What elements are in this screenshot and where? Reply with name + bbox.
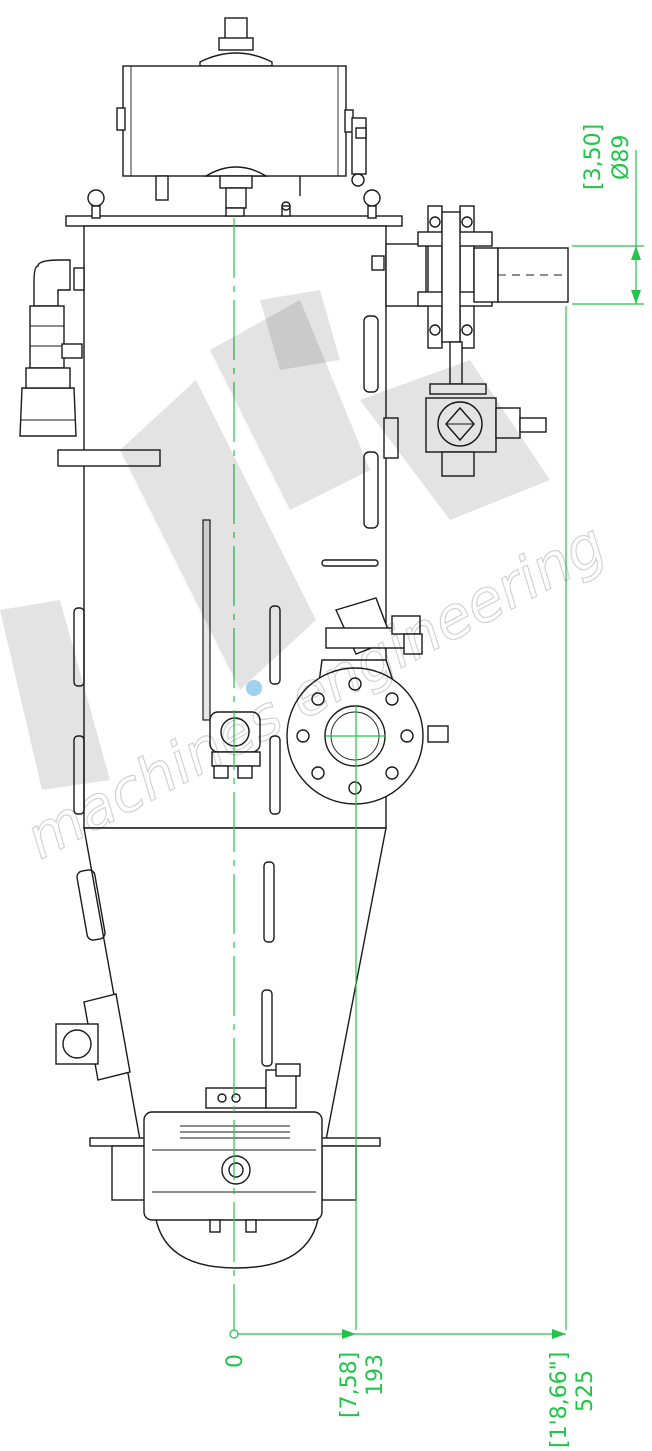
dimensions: 0 [7,58] 193 [1'8,66"] 525 [3,50] Ø89 [223,124,644,1448]
center-lines [233,218,567,1330]
marker-dot [246,680,262,696]
left-elbow-filter [19,259,161,467]
pneumatic-valve-right [383,383,547,477]
conical-hopper [55,827,387,1141]
outlet-flange-assembly [371,205,569,385]
bottom-actuator [89,1063,381,1269]
dim-outlet-diameter: Ø89 [609,135,634,180]
dim-origin-label: 0 [223,1354,248,1368]
level-sensor-head [209,711,261,779]
top-motor-housing [116,17,367,209]
dim-193-imperial: [7,58] [337,1352,362,1418]
dim-193-metric: 193 [363,1354,388,1396]
dim-outlet-imperial: [3,50] [581,124,606,190]
dim-525-imperial: [1'8,66"] [547,1352,572,1448]
dim-525-metric: 525 [573,1370,598,1412]
